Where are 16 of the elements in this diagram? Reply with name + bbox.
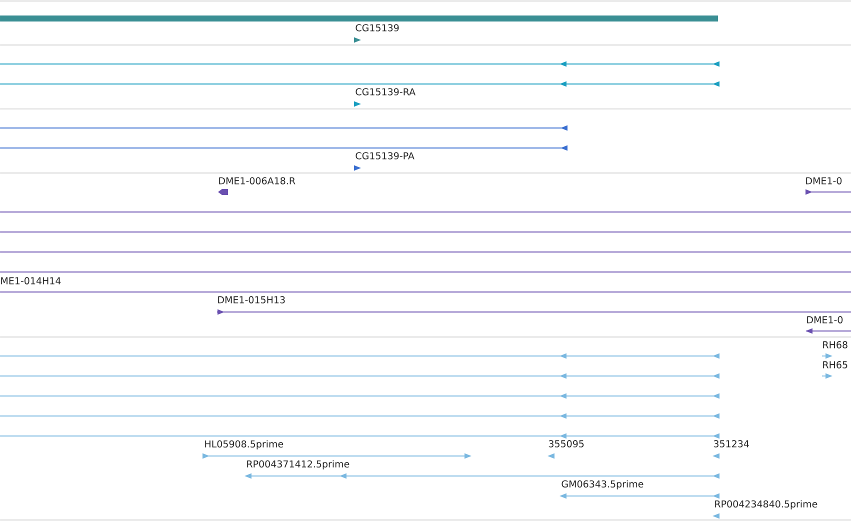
feature-label: 355095 (548, 440, 584, 448)
feature-label: 351234 (714, 440, 749, 448)
feature-label: DME1-006A18.R (219, 177, 296, 184)
feature-label: RP004371412.5prime (247, 460, 350, 470)
feature-label: CG15139-RA (356, 88, 416, 96)
feature-label: DME1-0 (807, 316, 843, 324)
feature-label: CG15139 (356, 24, 399, 32)
feature-label: CG15139-PA (356, 152, 414, 160)
feature-label: DME1-015H13 (218, 296, 285, 304)
feature-label: HL05908.5prime (205, 440, 284, 450)
feature-label: ME1-014H14 (1, 277, 61, 284)
feature-label: RH65 (823, 361, 848, 368)
feature-label: RH68 (823, 341, 848, 348)
feature-label: DME1-0 (806, 177, 842, 184)
feature-label: GM06343.5prime (562, 480, 644, 490)
feature-label: RP004234840.5prime (715, 500, 818, 510)
